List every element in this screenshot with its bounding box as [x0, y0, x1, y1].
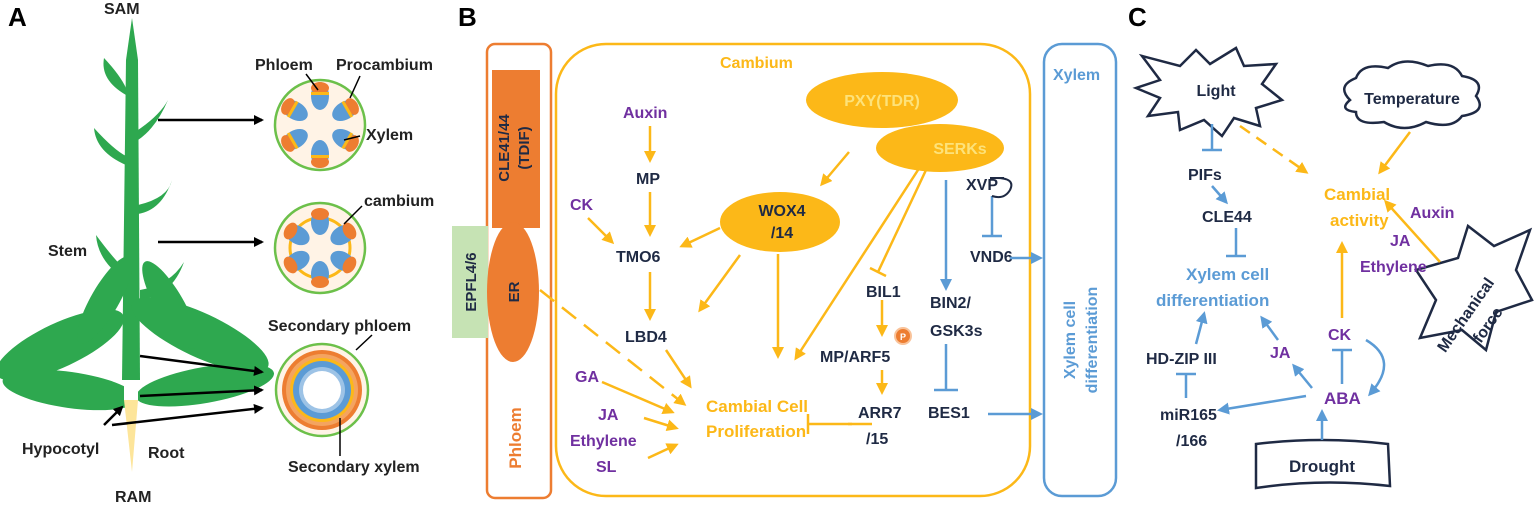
ethylene-label: Ethylene: [570, 433, 637, 450]
cle-box: [492, 70, 540, 228]
aba-label: ABA: [1324, 389, 1361, 408]
procambium-cross-section: [273, 78, 367, 172]
tmo6-label: TMO6: [616, 249, 661, 266]
bin2-label-1: BIN2/: [930, 295, 971, 312]
cambial-label-2: activity: [1330, 211, 1389, 230]
panel-a-label: A: [8, 2, 27, 32]
xvp-curl: [991, 177, 1013, 199]
ck-label: CK: [570, 197, 594, 214]
pxy-ellipse: [806, 72, 958, 128]
panel-b-blue-arrows: [934, 180, 1043, 420]
panel-c-orange-arrows: [1239, 124, 1441, 318]
ck-c-label: CK: [1328, 327, 1352, 344]
cambium-box: [554, 42, 1032, 498]
sam-label: SAM: [104, 1, 140, 18]
bes1-label: BES1: [928, 405, 970, 422]
root-label: Root: [148, 445, 185, 462]
mir-label-2: /166: [1176, 433, 1207, 450]
phloem-label: Phloem: [255, 57, 313, 74]
auxin-label: Auxin: [623, 105, 667, 122]
epfl-label: EPFL4/6: [463, 252, 480, 311]
cambial-label-1: Cambial: [1324, 185, 1390, 204]
cle-label-2: (TDIF): [516, 126, 533, 169]
temperature-label: Temperature: [1364, 91, 1460, 108]
xylem-diff-label-1: Xylem cell: [1062, 301, 1079, 379]
secondary-xylem-label: Secondary xylem: [288, 459, 420, 476]
secondary-growth-cross-section: [274, 342, 370, 438]
ga-label: GA: [575, 369, 599, 386]
pifs-label: PIFs: [1188, 167, 1222, 184]
arrow-to-hypocotyl: [103, 405, 124, 426]
xylem-diff-c-label-2: differentiation: [1156, 291, 1269, 310]
xylem-box-label: Xylem: [1053, 67, 1100, 84]
mechanical-force-star: [1414, 223, 1534, 353]
prolif-label-1: Cambial Cell: [706, 397, 808, 416]
arr7-label-2: /15: [866, 431, 888, 448]
light-starburst: [1132, 46, 1285, 138]
hypocotyl-label: Hypocotyl: [22, 441, 99, 458]
stem-label: Stem: [48, 243, 87, 260]
prolif-label-2: Proliferation: [706, 422, 806, 441]
cle-label-1: CLE41/44: [496, 114, 513, 182]
arr7-label-1: ARR7: [858, 405, 902, 422]
procambium-label: Procambium: [336, 57, 433, 74]
arrow-to-secondary-section-1: [139, 354, 264, 376]
plant-illustration: [0, 18, 275, 472]
phospho-circle: [894, 327, 912, 345]
ram-label: RAM: [115, 489, 151, 506]
cambium-label: cambium: [364, 193, 434, 210]
pxy-label: PXY(TDR): [844, 93, 920, 110]
er-ellipse: [487, 222, 539, 362]
drought-banner: [1254, 438, 1392, 490]
wox4-label-1: WOX4: [758, 203, 805, 220]
xylem-diff-label-2: differentiation: [1084, 287, 1101, 394]
panel-b-orange-arrows: [539, 126, 928, 460]
arrow-to-secondary-section-3: [111, 403, 264, 427]
serks-label: SERKs: [933, 141, 986, 158]
ja-c-label: JA: [1270, 345, 1291, 362]
bil1-label: BIL1: [866, 284, 901, 301]
xylem-box: [1042, 42, 1118, 498]
serks-ellipse: [876, 124, 1004, 172]
light-label: Light: [1196, 83, 1236, 100]
hdzip-label: HD-ZIP III: [1146, 351, 1217, 368]
sl-label: SL: [596, 459, 617, 476]
cambium-box-label: Cambium: [720, 55, 793, 72]
secondary-phloem-label: Secondary phloem: [268, 318, 411, 335]
drought-label: Drought: [1289, 457, 1355, 476]
xvp-label: XVP: [966, 177, 998, 194]
panel-b-label: B: [458, 2, 477, 32]
panel-c-blue-arrows: [1176, 124, 1386, 440]
lbd4-label: LBD4: [625, 329, 667, 346]
er-label: ER: [506, 281, 523, 302]
vnd6-label: VND6: [970, 249, 1013, 266]
phloem-box-label: Phloem: [506, 407, 525, 468]
xylem-label: Xylem: [366, 127, 413, 144]
mp-label: MP: [636, 171, 660, 188]
panel-c-label: C: [1128, 2, 1147, 32]
cle44-label: CLE44: [1202, 209, 1252, 226]
xylem-diff-c-label-1: Xylem cell: [1186, 265, 1269, 284]
mir-label-1: miR165: [1160, 407, 1217, 424]
cambium-cross-section: [273, 201, 367, 295]
temperature-cloud: [1343, 60, 1481, 130]
wox4-ellipse: [720, 192, 840, 252]
ethylene-c-label: Ethylene: [1360, 259, 1427, 276]
bin2-label-2: GSK3s: [930, 323, 983, 340]
auxin-c-label: Auxin: [1410, 205, 1454, 222]
ja-c-right-label: JA: [1390, 233, 1411, 250]
phospho-label: P: [900, 332, 906, 342]
arrow-to-secondary-section-2: [139, 385, 264, 398]
ja-label: JA: [598, 407, 619, 424]
wox4-label-2: /14: [771, 225, 793, 242]
mp-arf5-label: MP/ARF5: [820, 349, 890, 366]
epfl-box: [452, 226, 488, 338]
